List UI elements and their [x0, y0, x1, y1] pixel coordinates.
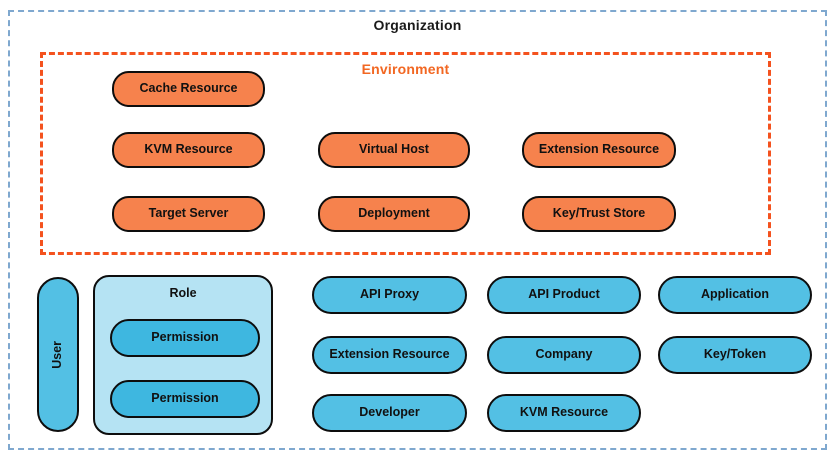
user-label: User: [50, 340, 65, 369]
organization-boundary: [8, 10, 827, 450]
node-org-extension-resource: Extension Resource: [312, 336, 467, 374]
node-deployment: Deployment: [318, 196, 470, 232]
node-developer: Developer: [312, 394, 467, 432]
node-env-kvm-resource: KVM Resource: [112, 132, 265, 168]
node-permission-1: Permission: [110, 319, 260, 357]
organization-label: Organization: [373, 17, 462, 33]
environment-label: Environment: [361, 61, 450, 77]
node-api-product: API Product: [487, 276, 641, 314]
node-key-trust-store: Key/Trust Store: [522, 196, 676, 232]
node-application: Application: [658, 276, 812, 314]
node-env-extension-resource: Extension Resource: [522, 132, 676, 168]
role-container: Role Permission Permission: [93, 275, 273, 435]
node-user: User: [37, 277, 79, 432]
node-company: Company: [487, 336, 641, 374]
node-org-kvm-resource: KVM Resource: [487, 394, 641, 432]
node-api-proxy: API Proxy: [312, 276, 467, 314]
environment-boundary: [40, 52, 771, 255]
node-virtual-host: Virtual Host: [318, 132, 470, 168]
node-target-server: Target Server: [112, 196, 265, 232]
role-label: Role: [169, 286, 197, 300]
node-key-token: Key/Token: [658, 336, 812, 374]
node-cache-resource: Cache Resource: [112, 71, 265, 107]
node-permission-2: Permission: [110, 380, 260, 418]
